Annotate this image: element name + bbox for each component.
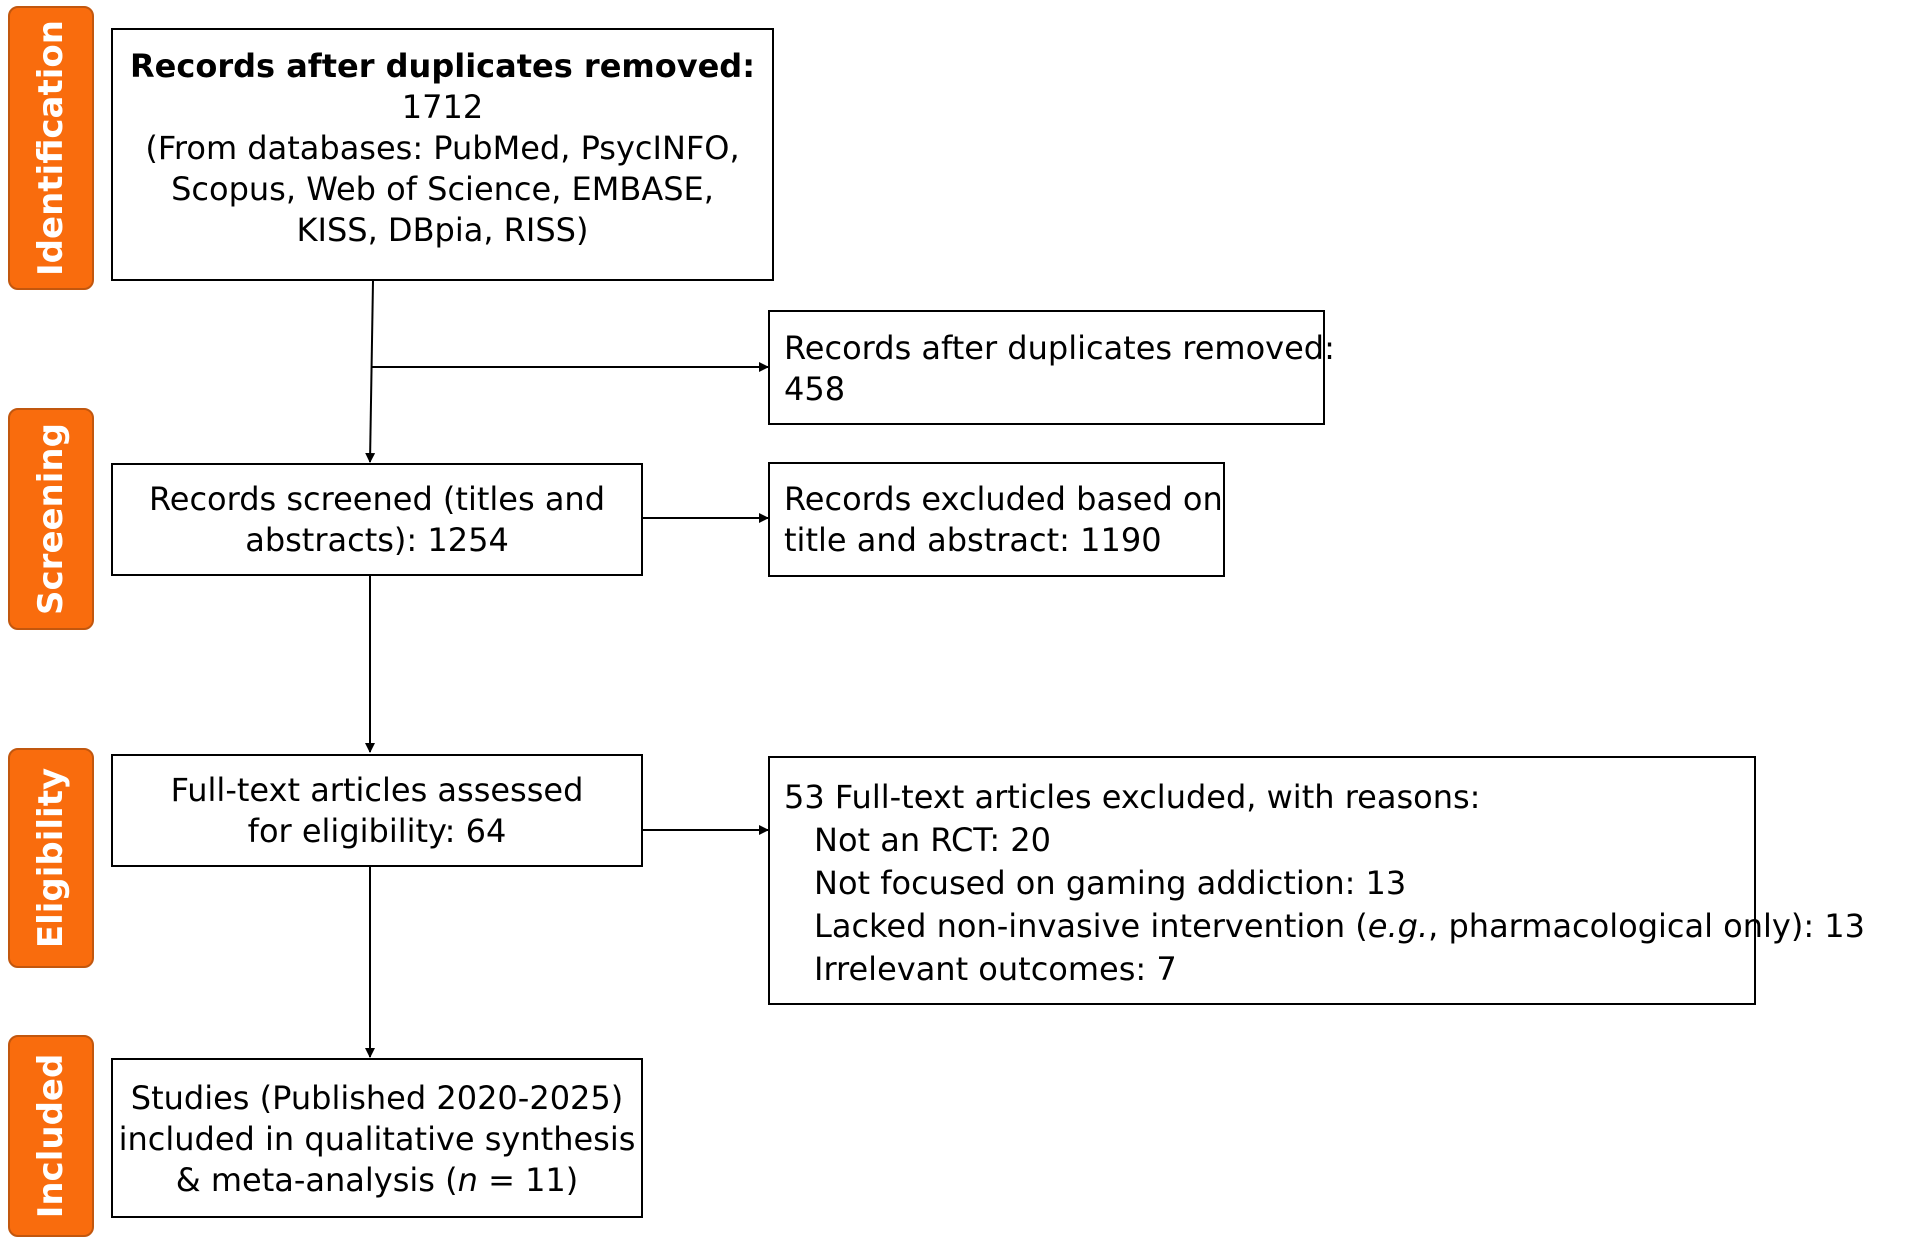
identification-box: Records after duplicates removed: 1712 (… (111, 28, 774, 281)
included-line3-italic: n (457, 1161, 478, 1199)
phase-identification: Identification (8, 6, 94, 290)
fulltext-excluded-box: 53 Full-text articles excluded, with rea… (768, 756, 1865, 1005)
identification-sources-line2: Scopus, Web of Science, EMBASE, (171, 170, 714, 208)
phase-eligibility: Eligibility (8, 748, 94, 968)
duplicates-line1: Records after duplicates removed: (784, 329, 1335, 367)
included-line3-pre: & meta-analysis ( (175, 1161, 458, 1199)
reason-irrelevant-outcomes: Irrelevant outcomes: 7 (814, 950, 1177, 988)
excluded-title-line2: title and abstract: 1190 (784, 521, 1162, 559)
reason3-pre: Lacked non-invasive intervention ( (814, 907, 1368, 945)
screened-line1: Records screened (titles and (148, 480, 606, 518)
fulltext-line2: for eligibility: 64 (247, 812, 507, 850)
reason3-italic: e.g. (1367, 907, 1429, 945)
records-screened-box: Records screened (titles and abstracts):… (111, 463, 643, 576)
included-studies-box: Studies (Published 2020-2025) included i… (111, 1058, 643, 1218)
arrow-identification-to-screened (365, 280, 376, 463)
reason3-post: , pharmacological only): 13 (1428, 907, 1865, 945)
excluded-title-line1: Records excluded based on (784, 480, 1223, 518)
included-line1: Studies (Published 2020-2025) (130, 1079, 624, 1117)
included-line3: & meta-analysis (n = 11) (113, 1160, 641, 1201)
records-excluded-box: Records excluded based on title and abst… (768, 462, 1225, 577)
reason-not-rct: Not an RCT: 20 (814, 821, 1051, 859)
identification-sources-line1: (From databases: PubMed, PsycINFO, (145, 129, 740, 167)
identification-count: 1712 (401, 88, 484, 126)
identification-title: Records after duplicates removed: (130, 47, 755, 85)
identification-sources-line3: KISS, DBpia, RISS) (296, 211, 589, 249)
included-line3-post: = 11) (477, 1161, 579, 1199)
screened-line2: abstracts): 1254 (245, 521, 509, 559)
fulltext-excluded-heading: 53 Full-text articles excluded, with rea… (784, 778, 1481, 816)
fulltext-line1: Full-text articles assessed (170, 771, 584, 809)
phase-screening: Screening (8, 408, 94, 630)
fulltext-assessed-box: Full-text articles assessed for eligibil… (111, 754, 643, 867)
reason-lacked-intervention: Lacked non-invasive intervention (e.g., … (784, 905, 1865, 948)
duplicates-line2: 458 (784, 370, 846, 408)
reason-not-gaming: Not focused on gaming addiction: 13 (814, 864, 1407, 902)
phase-included: Included (8, 1035, 94, 1237)
included-line2: included in qualitative synthesis (118, 1120, 636, 1158)
duplicates-removed-box: Records after duplicates removed: 458 (768, 310, 1335, 425)
